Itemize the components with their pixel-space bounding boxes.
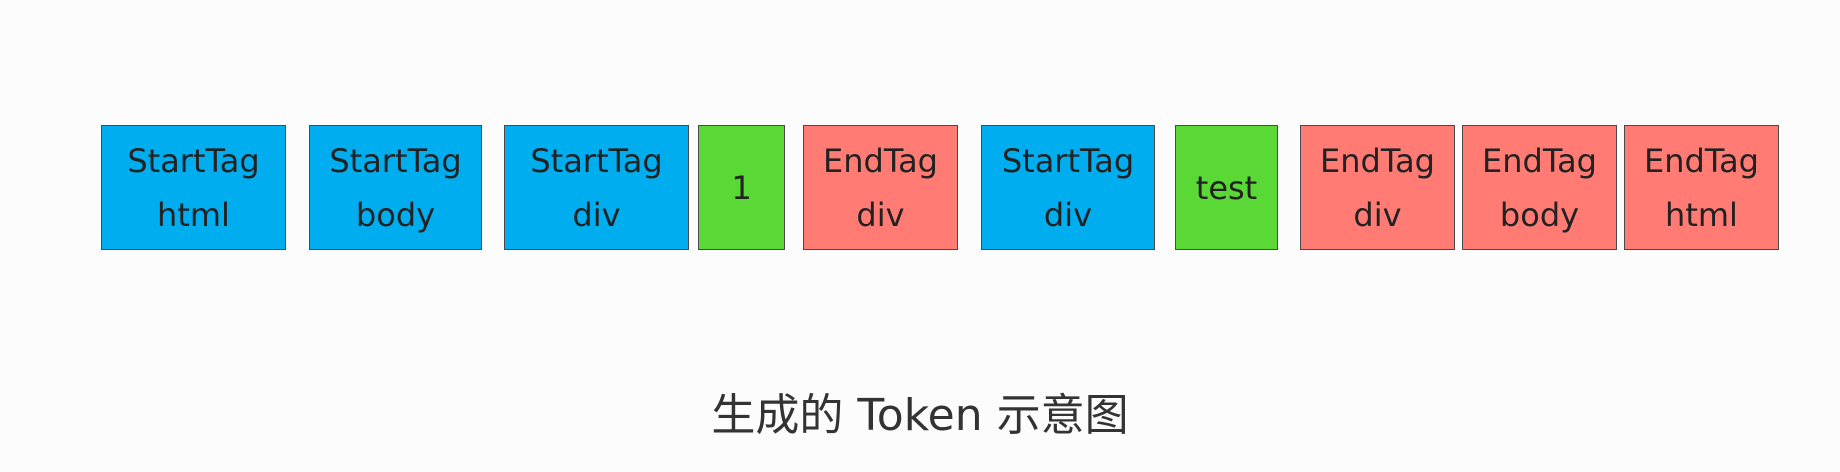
token-tag-name: div (572, 195, 621, 234)
token-tag-name: body (1499, 195, 1580, 234)
token-starttag-body: StartTag body (309, 125, 482, 250)
token-text-content: test (1195, 168, 1258, 207)
token-type-label: StartTag (329, 141, 462, 180)
token-type-label: EndTag (1644, 141, 1759, 180)
token-endtag-html: EndTag html (1624, 125, 1779, 250)
token-type-label: EndTag (1320, 141, 1435, 180)
token-endtag-body: EndTag body (1462, 125, 1617, 250)
token-endtag-div-2: EndTag div (1300, 125, 1455, 250)
token-tag-name: div (1353, 195, 1402, 234)
token-endtag-div: EndTag div (803, 125, 958, 250)
token-starttag-html: StartTag html (101, 125, 286, 250)
token-tag-name: div (1043, 195, 1093, 234)
token-tag-name: html (157, 195, 230, 234)
token-starttag-div-2: StartTag div (981, 125, 1155, 250)
token-type-label: EndTag (1482, 141, 1597, 180)
diagram-caption: 生成的 Token 示意图 (711, 390, 1129, 441)
token-text-1: 1 (698, 125, 785, 250)
token-type-label: EndTag (823, 141, 938, 180)
token-type-label: StartTag (530, 141, 663, 180)
token-text-test: test (1175, 125, 1278, 250)
token-tag-name: body (355, 195, 436, 234)
token-tag-name: html (1665, 195, 1738, 234)
token-starttag-div: StartTag div (504, 125, 689, 250)
token-type-label: StartTag (1001, 141, 1135, 180)
token-tag-name: div (856, 195, 905, 234)
token-type-label: StartTag (127, 141, 260, 180)
token-text-content: 1 (731, 168, 752, 207)
